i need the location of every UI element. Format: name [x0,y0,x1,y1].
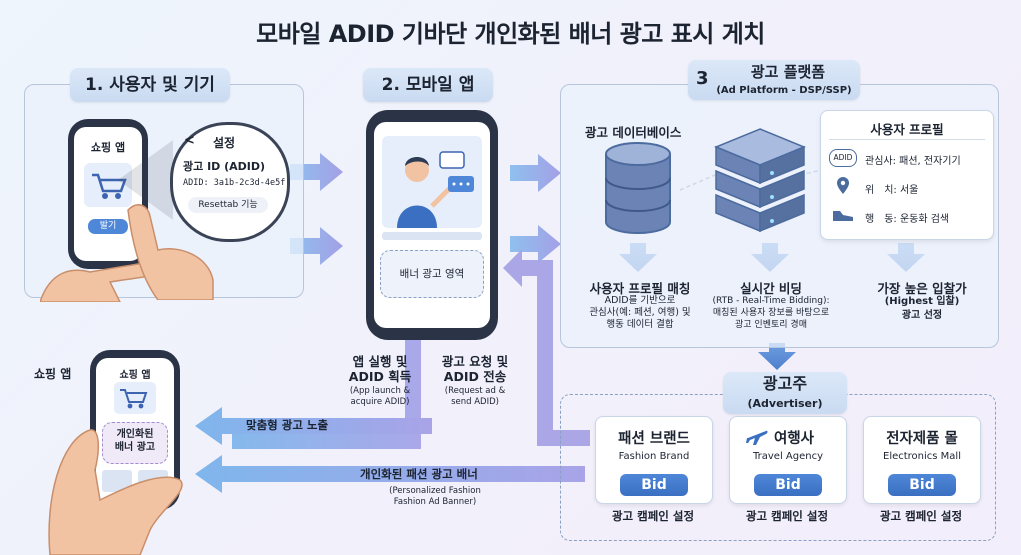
advertiser-heading-box: 광고주 (Advertiser) [723,372,847,414]
arrow-1-to-2-bottom [290,227,343,265]
advertiser-heading-en: (Advertiser) [747,397,823,410]
section3-heading-en: (Ad Platform - DSP/SSP) [716,85,852,96]
settings-magnifier [170,122,290,242]
arrow-2-to-3-top [510,154,561,192]
result-hand-icon [40,380,200,555]
personalized-banner-label: 개인화된 배너 광고 [114,429,156,453]
profile-behavior: 행 동: 운동화 검색 [865,214,950,225]
arrow-personalized-exposure [195,407,432,445]
result-cart-icon [114,382,156,414]
advertiser-card-fashion[interactable]: 패션 브랜드 Fashion Brand Bid [595,416,713,504]
user-profile-card: 사용자 프로필 ADID 관심사: 패션, 전자기기 위 치: 서울 행 동: … [820,110,994,240]
arrow-2-to-3-bottom [510,225,561,263]
database-label: 광고 데이터베이스 [585,125,682,140]
fashion-bid-button[interactable]: Bid [620,474,688,496]
step3-title: 가장 높은 입찰가 [877,281,967,296]
fashion-caption: 광고 캠페인 설정 [611,509,695,523]
advertiser-heading: 광고주 [762,374,808,393]
person-icon [382,136,482,228]
shoe-icon [831,207,855,223]
profile-title: 사용자 프로필 [870,122,944,137]
phone-app-title: 쇼핑 앱 [90,141,126,154]
banner-ad-area: 배너 광고 영역 [380,250,484,298]
app-launch-label-en: (App launch & acquire ADID) [349,386,411,407]
electronics-caption: 광고 캠페인 설정 [879,509,963,523]
ad-request-label: 광고 요청 및 ADID 전송 [441,354,509,384]
chat-icon [382,232,482,240]
database-icon [600,140,676,235]
personalized-banner: 개인화된 배너 광고 [102,422,168,464]
app-phone: 배너 광고 영역 [366,110,498,340]
section3-heading: 광고 플랫폼 [750,63,826,81]
fashion-name: 패션 브랜드 [618,431,690,447]
settings-back-icon[interactable]: < [184,133,195,148]
settings-title: 설정 [213,136,236,150]
travel-bid-button[interactable]: Bid [754,474,822,496]
arrow-banner-label: 개인화된 패션 광고 배너 [360,467,478,481]
result-app-label: 쇼핑 앱 [34,367,72,381]
step2-title: 실시간 비딩 [740,281,802,296]
section3-number: 3 [696,68,709,89]
adid-chip: ADID [829,149,857,167]
result-screen-title: 쇼핑 앱 [119,370,151,381]
profile-location: 위 치: 서울 [865,185,919,196]
electronics-en: Electronics Mall [883,451,961,462]
step2-desc: (RTB - Real-Time Bidding): 매칭된 사용자 장보를 바… [712,296,830,330]
cart-icon [84,163,132,207]
section1-heading: 1. 사용자 및 기기 [70,68,230,102]
arrow-banner-label-en: (Personalized Fashion Fashion Ad Banner) [389,486,481,507]
banner-ad-area-label: 배너 광고 영역 [399,268,465,280]
zoom-cone [118,140,178,220]
plane-icon [746,427,768,447]
step3-desc: (Highest 입찰) 광고 선정 [884,296,960,321]
page-title: 모바일 ADID 기바단 개인화된 배너 광고 표시 게치 [256,20,765,48]
step1-title: 사용자 프로필 매칭 [589,281,691,296]
section2-heading: 2. 모바일 앱 [363,68,493,102]
finger-icon [118,200,228,300]
fashion-en: Fashion Brand [618,451,690,462]
pin-icon [835,177,851,195]
arrow-personalized-banner [195,455,585,493]
travel-caption: 광고 캠페인 설정 [745,509,829,523]
reset-button[interactable]: Resettab 기능 [188,197,268,213]
section3-heading-box: 3 광고 플랫폼 (Ad Platform - DSP/SSP) [688,60,860,100]
advertiser-card-electronics[interactable]: 전자제품 몰 Electronics Mall Bid [863,416,981,504]
arrow-exposure-label: 맞춤형 광고 노출 [246,418,329,432]
profile-interest: 관심사: 패션, 전자기기 [865,156,961,167]
server-icon [714,127,806,235]
arrow-1-to-2-top [290,153,343,191]
arrow-advertiser-to-app [503,249,590,446]
ad-id-label: 광고 ID (ADID) [183,160,266,173]
step1-desc: ADID를 기반으로 관심사(예: 페션, 여행) 및 행동 데이터 결합 [589,295,691,330]
travel-en: Travel Agency [753,451,823,462]
shopping-phone: 쇼핑 앱 발기 [68,119,148,269]
ad-request-label-en: (Request ad & send ADID) [444,386,506,407]
advertiser-card-travel[interactable]: 여행사 Travel Agency Bid [729,416,847,504]
travel-name: 여행사 [774,431,815,447]
result-tile-1 [102,470,132,492]
phone-button[interactable]: 발기 [88,219,128,234]
arrow-down-advertiser [758,343,796,370]
electronics-name: 전자제품 몰 [886,431,958,447]
electronics-bid-button[interactable]: Bid [888,474,956,496]
app-launch-label: 앱 실행 및 ADID 획득 [348,354,412,384]
adid-value: ADID: 3a1b-2c3d-4e5f [183,178,286,188]
